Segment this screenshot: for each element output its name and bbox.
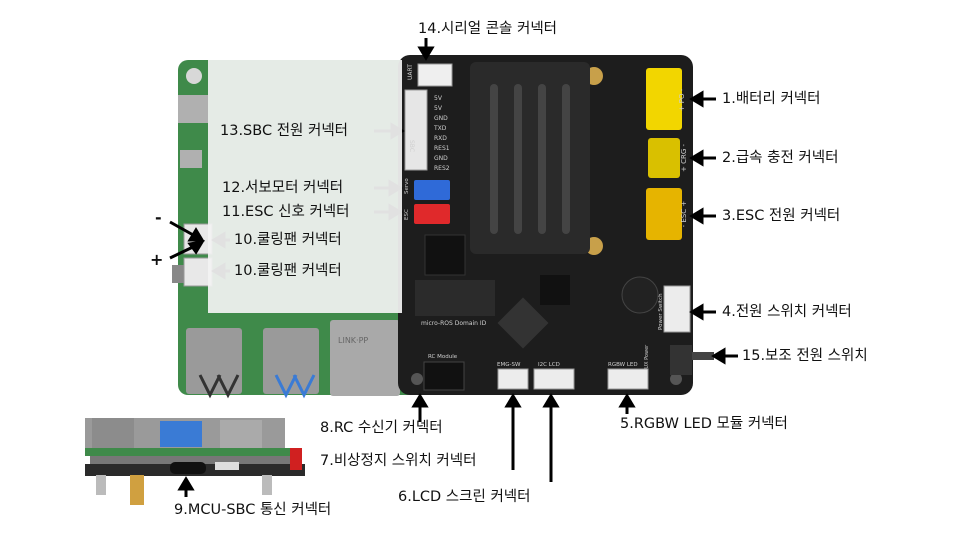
pin-label: GND <box>434 155 448 162</box>
emg-sw-silk: EMG-SW <box>497 362 521 368</box>
uart-connector <box>417 63 453 87</box>
esc-power-silk: - ESC + <box>680 201 688 228</box>
label-mcu-sbc-connector: 9.MCU-SBC 통신 커넥터 <box>174 502 332 518</box>
hdmi-port <box>180 150 202 168</box>
label-cooling-fan-connector-1: 10.쿨링팬 커넥터 <box>234 232 342 248</box>
label-rc-receiver-connector: 8.RC 수신기 커넥터 <box>320 420 443 436</box>
sbc-power-header <box>404 89 428 171</box>
charge-connector <box>648 138 680 178</box>
pin-label: GND <box>434 115 448 122</box>
label-power-switch-connector: 4.전원 스위치 커넥터 <box>722 304 852 320</box>
label-servo-connector: 12.서보모터 커넥터 <box>222 180 344 196</box>
plus-sign: + <box>150 250 164 269</box>
rc-module-silk: RC Module <box>428 354 458 360</box>
label-esc-signal-connector: 11.ESC 신호 커넥터 <box>222 204 350 220</box>
usbc-port <box>178 95 208 123</box>
pin-label: 5V <box>434 105 443 112</box>
ethernet-port <box>330 320 400 396</box>
rgbw-connector <box>607 368 649 390</box>
pin-label: TXD <box>433 125 447 132</box>
label-sbc-power-connector: 13.SBC 전원 커넥터 <box>220 123 348 139</box>
dip-switch <box>415 280 495 316</box>
ic-chip <box>540 275 570 305</box>
label-battery-connector: 1.배터리 커넥터 <box>722 91 821 107</box>
aux-power-silk: AUX Power <box>644 344 650 372</box>
crg-silk: + CRG - <box>680 144 688 172</box>
pin-label: RXD <box>434 135 447 142</box>
minus-sign: - <box>155 208 162 227</box>
label-esc-power-connector: 3.ESC 전원 커넥터 <box>722 208 841 224</box>
mcu-chip <box>424 234 466 276</box>
esc-power-connector <box>646 188 682 240</box>
uart-silk: UART <box>407 64 414 80</box>
fan-connector-2 <box>183 257 213 287</box>
esc-signal-connector <box>414 204 450 224</box>
label-aux-power-switch: 15.보조 전원 스위치 <box>742 348 868 364</box>
buzzer <box>621 276 659 314</box>
battery-connector <box>646 68 682 130</box>
sbc-overlay <box>208 60 402 313</box>
mount-hole <box>186 68 202 84</box>
servo-silk: Servo <box>404 178 410 194</box>
label-lcd-connector: 6.LCD 스크린 커넥터 <box>398 489 531 505</box>
po-silk: + PO - <box>678 88 686 111</box>
domain-silk: micro-ROS Domain ID <box>421 320 487 327</box>
rgbw-silk: RGBW LED <box>608 362 638 368</box>
esc-silk: ESC <box>404 209 410 220</box>
label-rgbw-led-connector: 5.RGBW LED 모듈 커넥터 <box>620 416 788 432</box>
label-serial-console-connector: 14.시리얼 콘솔 커넥터 <box>418 21 557 37</box>
pin-label: RES1 <box>434 145 450 152</box>
link-pp-text: LINK·PP <box>338 336 368 345</box>
label-cooling-fan-connector-2: 10.쿨링팬 커넥터 <box>234 263 342 279</box>
sbc-silk: SBC <box>408 140 415 152</box>
power-switch-connector <box>663 285 691 333</box>
label-emergency-stop-connector: 7.비상정지 스위치 커넥터 <box>320 453 477 469</box>
aux-power-switch <box>670 345 692 375</box>
label-fast-charge-connector: 2.급속 충전 커넥터 <box>722 150 839 166</box>
pin-label: 5V <box>434 95 443 102</box>
rc-module-header <box>423 361 465 391</box>
pin-labels: 5V 5V GND TXD RXD RES1 GND RES2 <box>433 95 450 172</box>
side-view <box>85 418 305 505</box>
lcd-connector <box>533 368 575 390</box>
power-switch-silk: Power Switch <box>658 293 664 330</box>
i2c-lcd-silk: I2C LCD <box>538 362 560 368</box>
pin-label: RES2 <box>434 165 450 172</box>
emg-sw-connector <box>497 368 529 390</box>
jack <box>172 265 186 283</box>
servo-connector <box>414 180 450 200</box>
